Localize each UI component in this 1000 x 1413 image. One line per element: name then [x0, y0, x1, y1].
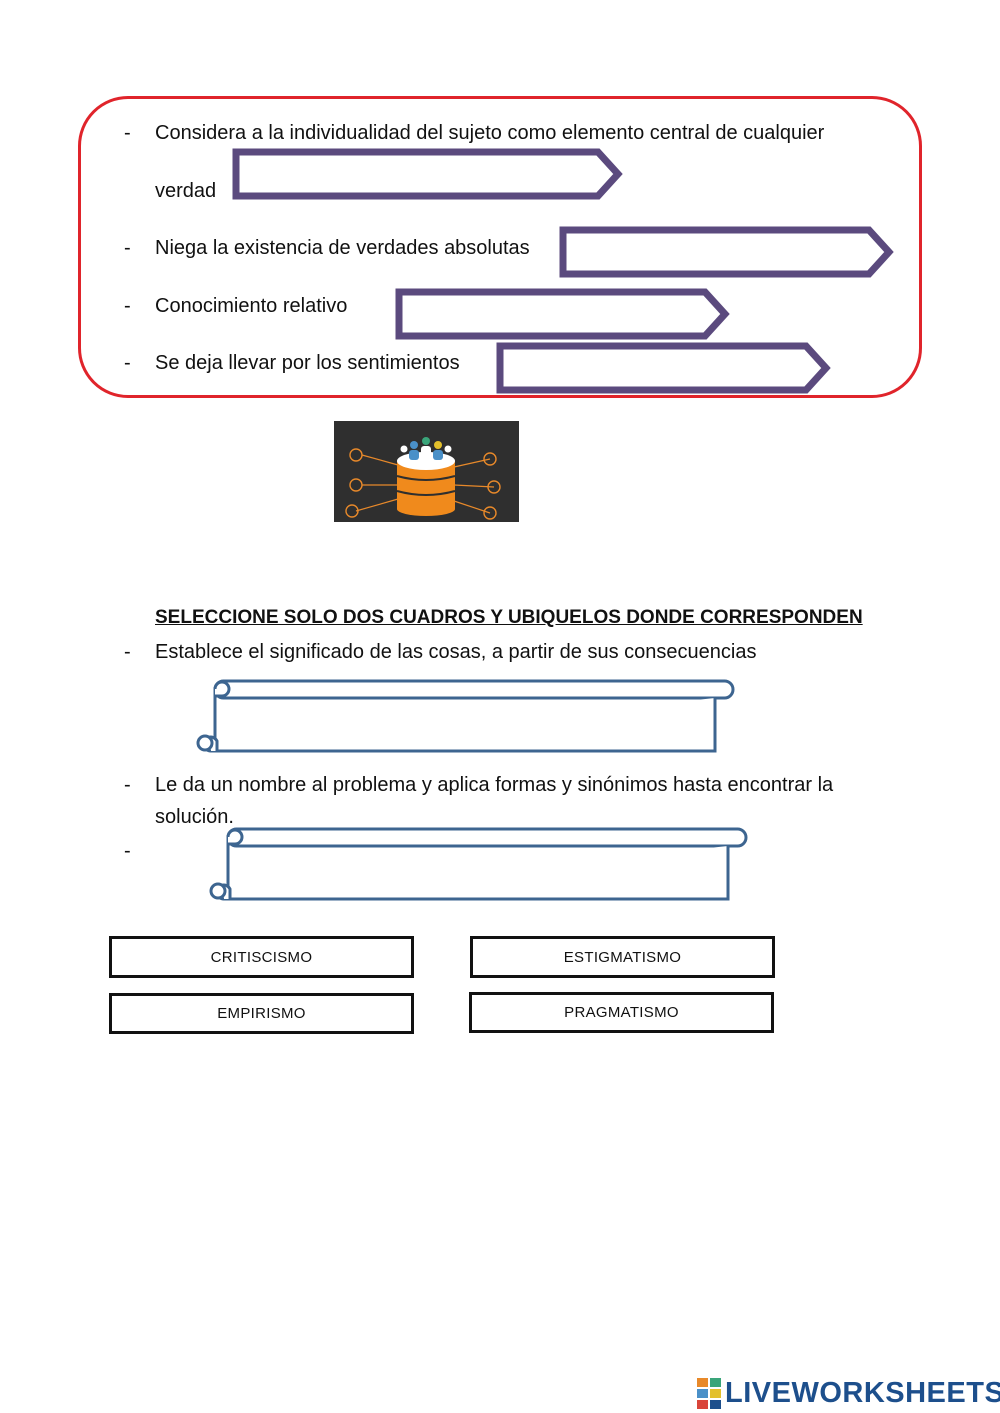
- statement-2: Niega la existencia de verdades absoluta…: [155, 237, 530, 259]
- bullet-dash: -: [124, 237, 131, 259]
- option-criticismo[interactable]: CRITISCISMO: [109, 936, 414, 978]
- database-people-icon: [334, 421, 519, 522]
- answer-arrow-3[interactable]: [395, 288, 731, 342]
- option-pragmatismo[interactable]: PRAGMATISMO: [469, 992, 774, 1033]
- bullet-dash: -: [124, 774, 131, 796]
- bullet-dash: -: [124, 840, 131, 862]
- option-empirismo[interactable]: EMPIRISMO: [109, 993, 414, 1034]
- statement-1-line-1: Considera a la individualidad del sujeto…: [155, 122, 825, 144]
- statement-6-line-2: solución.: [155, 806, 234, 828]
- statement-3: Conocimiento relativo: [155, 295, 348, 317]
- logo-text: LIVEWORKSHEETS: [725, 1376, 1000, 1409]
- section-title: SELECCIONE SOLO DOS CUADROS Y UBIQUELOS …: [155, 607, 863, 628]
- statement-6-line-1: Le da un nombre al problema y aplica for…: [155, 774, 834, 796]
- statements-frame: [78, 96, 922, 398]
- statement-4: Se deja llevar por los sentimientos: [155, 352, 460, 374]
- liveworksheets-logo: LIVEWORKSHEETS: [697, 1376, 1000, 1410]
- statement-5: Establece el significado de las cosas, a…: [155, 641, 757, 663]
- answer-arrow-1[interactable]: [232, 148, 623, 202]
- bullet-dash: -: [124, 641, 131, 663]
- bullet-dash: -: [124, 352, 131, 374]
- liveworksheets-logo-icon: [697, 1378, 721, 1409]
- scroll-drop-target-1[interactable]: [193, 677, 739, 757]
- bullet-dash: -: [124, 295, 131, 317]
- statement-1-line-2: verdad: [155, 180, 217, 202]
- option-estigmatismo[interactable]: ESTIGMATISMO: [470, 936, 775, 978]
- bullet-dash: -: [124, 122, 131, 144]
- answer-arrow-2[interactable]: [559, 226, 895, 280]
- scroll-drop-target-2[interactable]: [206, 825, 752, 905]
- answer-arrow-4[interactable]: [496, 342, 832, 396]
